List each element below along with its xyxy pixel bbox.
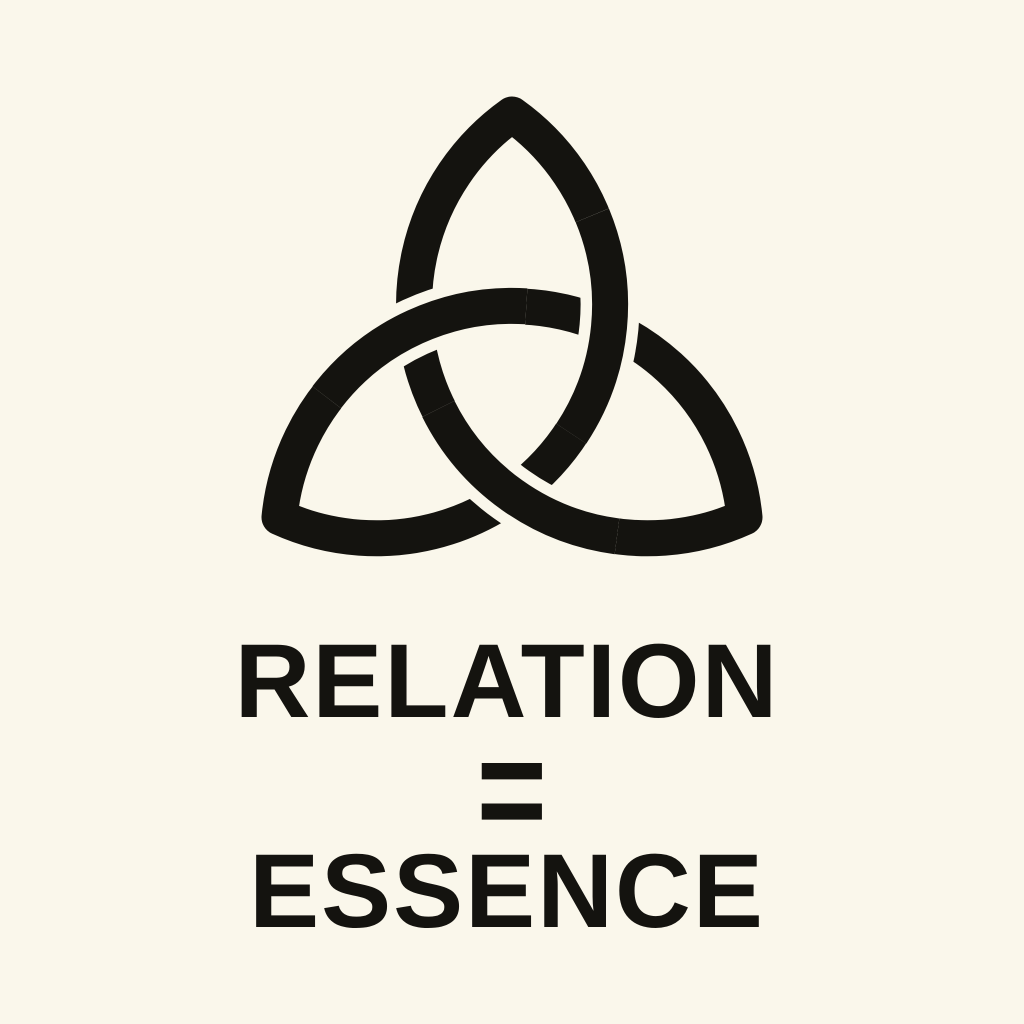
poster-word-essence: ESSENCE <box>249 833 765 950</box>
over-strand-bottom <box>422 400 620 555</box>
over-strand-left <box>312 287 528 409</box>
equals-sign: = <box>0 714 1024 864</box>
equals-glyph: = <box>476 705 548 873</box>
over-strand-right <box>556 208 629 444</box>
poster-word-relation: RELATION <box>234 623 780 740</box>
